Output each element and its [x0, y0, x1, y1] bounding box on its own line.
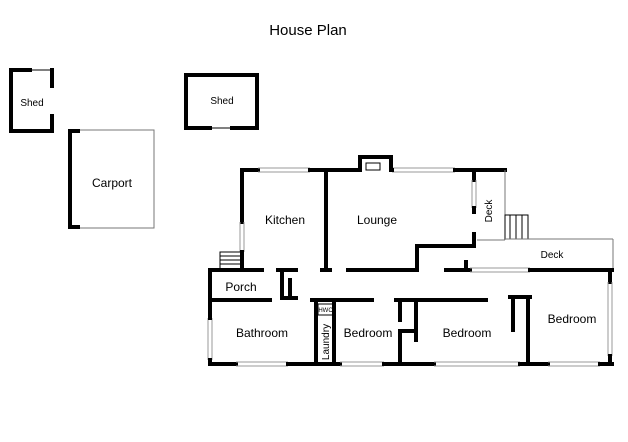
- steps-right: [504, 214, 529, 240]
- bedroom-3-label: Bedroom: [548, 312, 597, 326]
- laundry-label: Laundry: [321, 324, 332, 360]
- shed-left: Shed: [9, 68, 54, 133]
- deck-vertical: Deck: [477, 170, 506, 241]
- steps-left: [219, 251, 242, 270]
- bedroom-2-label: Bedroom: [443, 326, 492, 340]
- hwc-label: HWC: [318, 308, 333, 314]
- bedroom-1-label: Bedroom: [344, 326, 393, 340]
- carport-label: Carport: [92, 176, 133, 190]
- main-house: Deck Deck Porch: [207, 155, 614, 367]
- kitchen-label: Kitchen: [265, 213, 305, 227]
- deck-label: Deck: [541, 250, 565, 261]
- deck-vertical-label: Deck: [484, 199, 495, 223]
- plan-title: House Plan: [269, 22, 347, 39]
- shed-right-label: Shed: [210, 96, 233, 107]
- porch-label: Porch: [225, 280, 256, 294]
- bathroom-label: Bathroom: [236, 326, 288, 340]
- lounge-label: Lounge: [357, 213, 397, 227]
- shed-left-label: Shed: [20, 98, 43, 109]
- shed-right: Shed: [184, 73, 259, 130]
- carport: Carport: [68, 129, 155, 229]
- deck-bottom: Deck: [505, 238, 614, 272]
